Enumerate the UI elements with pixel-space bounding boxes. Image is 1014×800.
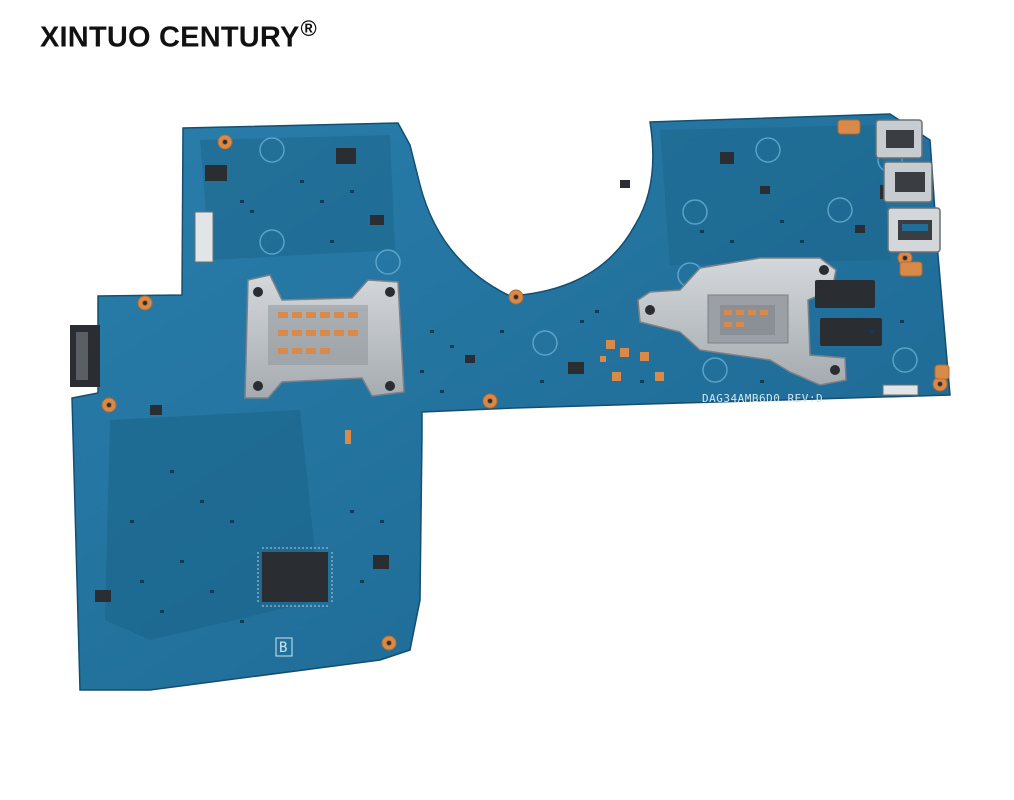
brand-logo: XINTUO CENTURY® — [40, 16, 317, 55]
small-ics — [95, 148, 888, 602]
side-marker-label: B — [279, 640, 287, 656]
ribbon-connectors — [194, 211, 919, 396]
cpu-heatsink — [244, 274, 405, 399]
trace-region — [660, 125, 890, 265]
smd-components — [130, 180, 904, 623]
mounting-holes — [101, 119, 950, 651]
registered-mark: ® — [300, 16, 317, 41]
side-marker: B — [275, 637, 293, 657]
trace-region — [200, 135, 395, 260]
gpu-heatsink — [637, 257, 847, 386]
vram-chips — [815, 280, 882, 346]
brand-name: XINTUO CENTURY — [40, 21, 300, 54]
ec-chip — [257, 547, 333, 607]
sata-connector — [70, 325, 100, 387]
io-ports — [875, 119, 941, 253]
board-model-silkscreen: DAG34AMB6D0 REV:D — [702, 392, 823, 405]
power-pads — [345, 340, 664, 444]
